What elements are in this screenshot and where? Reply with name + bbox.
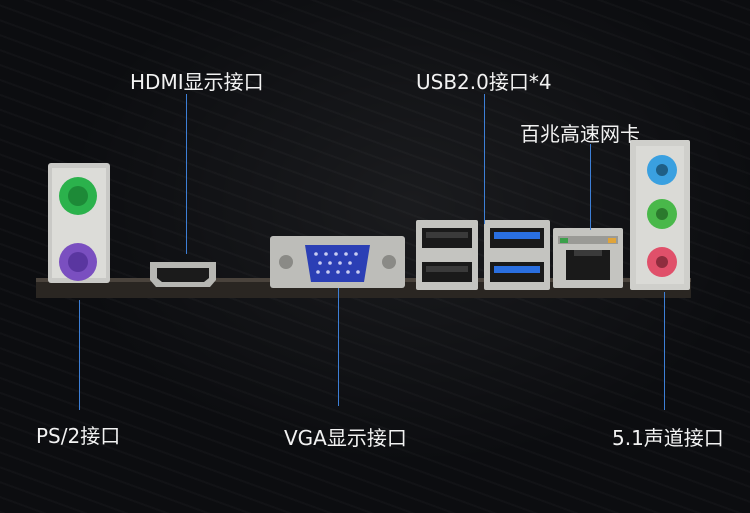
usb-callout-line: [484, 94, 485, 224]
usb-port-icon: [484, 220, 550, 290]
audio-jack-icon: [630, 140, 690, 290]
ps2-callout-line: [79, 300, 80, 410]
usb-port-icon: [416, 220, 478, 290]
lan-label: 百兆高速网卡: [520, 122, 640, 146]
rj45-port-icon: [553, 228, 623, 288]
vga-label: VGA显示接口: [284, 426, 407, 450]
ps2-label: PS/2接口: [36, 424, 121, 448]
hdmi-label: HDMI显示接口: [130, 70, 264, 94]
vga-port-icon: [270, 236, 405, 288]
vga-callout-line: [338, 288, 339, 406]
lan-callout-line: [590, 144, 591, 230]
ps2-port-icon: [48, 163, 110, 283]
hdmi-callout-line: [186, 94, 187, 254]
audio-label: 5.1声道接口: [612, 426, 724, 450]
audio-callout-line: [664, 292, 665, 410]
hdmi-port-icon: [150, 262, 216, 287]
usb-label: USB2.0接口*4: [416, 70, 552, 94]
